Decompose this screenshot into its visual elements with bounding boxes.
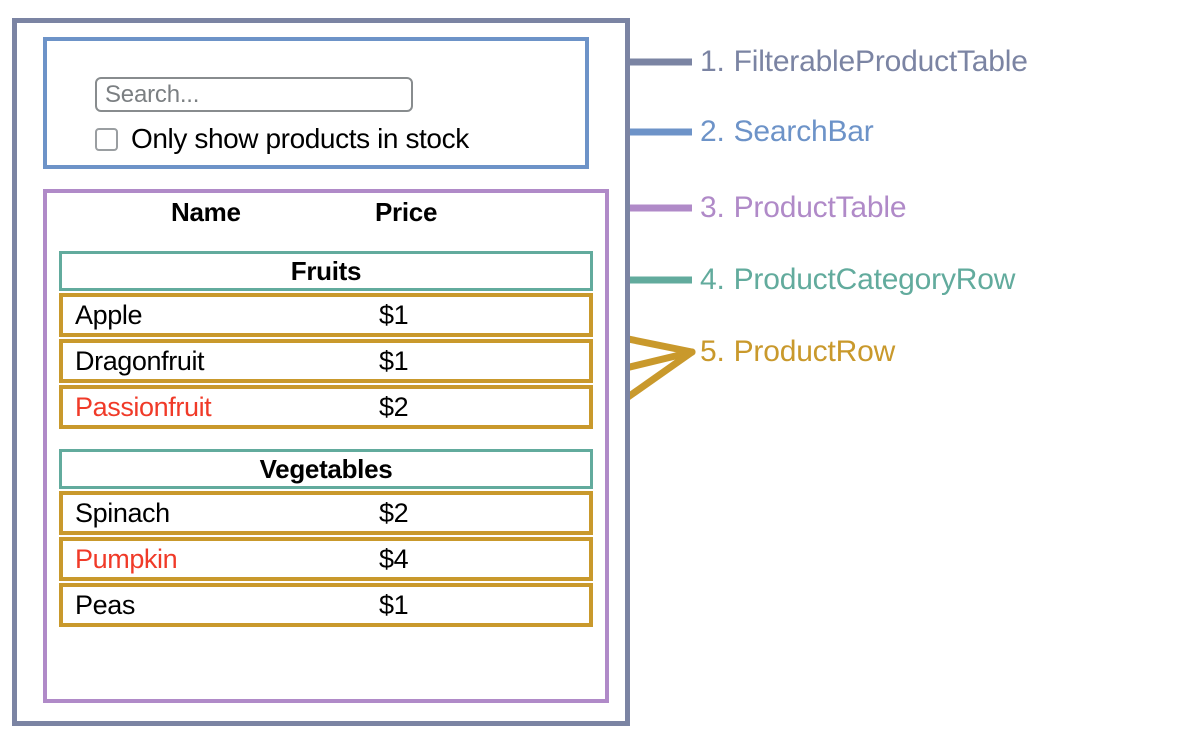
in-stock-checkbox-label: Only show products in stock — [131, 123, 469, 154]
product-name: Apple — [75, 299, 143, 330]
product-row: Peas $1 — [59, 583, 593, 627]
legend-number: 4. — [700, 263, 725, 296]
search-input[interactable]: Search... — [95, 77, 413, 112]
product-table-header-row: Name Price — [47, 197, 605, 241]
in-stock-filter-row[interactable]: Only show products in stock — [95, 125, 469, 153]
legend-item-search-bar: 2.SearchBar — [700, 117, 874, 147]
filterable-product-table-frame: Search... Only show products in stock Na… — [12, 18, 630, 726]
legend-item-product-category-row: 4.ProductCategoryRow — [700, 265, 1015, 295]
product-category-label: Vegetables — [259, 454, 393, 484]
product-price: $1 — [379, 299, 409, 330]
product-name: Passionfruit — [75, 391, 212, 422]
product-category-label: Fruits — [290, 256, 362, 286]
legend-label: FilterableProductTable — [733, 45, 1028, 78]
in-stock-checkbox[interactable] — [95, 127, 118, 151]
legend-number: 5. — [700, 335, 725, 368]
legend-label: SearchBar — [733, 115, 874, 148]
legend-number: 3. — [700, 191, 725, 224]
legend-item-product-row: 5.ProductRow — [700, 337, 895, 367]
legend-label: ProductRow — [733, 335, 896, 368]
product-row: Passionfruit $2 — [59, 385, 593, 429]
legend-item-product-table: 3.ProductTable — [700, 191, 907, 224]
product-price: $4 — [379, 543, 409, 574]
column-header-price: Price — [375, 197, 438, 227]
legend-item-filterable-product-table: 1.FilterableProductTable — [700, 47, 1028, 77]
product-row: Pumpkin $4 — [59, 537, 593, 581]
product-category-row: Vegetables — [59, 449, 593, 489]
legend-label: ProductCategoryRow — [733, 263, 1016, 296]
search-input-placeholder: Search... — [105, 80, 200, 108]
legend-label: ProductTable — [733, 191, 907, 224]
product-table: Name Price Fruits Apple $1 Dragonfruit $… — [43, 189, 609, 703]
product-price: $1 — [379, 589, 409, 620]
product-name: Spinach — [75, 497, 170, 528]
product-price: $1 — [379, 345, 409, 376]
product-name: Dragonfruit — [75, 345, 205, 376]
product-row: Dragonfruit $1 — [59, 339, 593, 383]
product-price: $2 — [379, 497, 409, 528]
column-header-name: Name — [171, 197, 241, 227]
product-row: Spinach $2 — [59, 491, 593, 535]
category-group-spacer — [59, 431, 593, 449]
product-name: Peas — [75, 589, 135, 620]
product-row: Apple $1 — [59, 293, 593, 337]
search-bar: Search... Only show products in stock — [43, 37, 589, 169]
product-category-row: Fruits — [59, 251, 593, 291]
product-table-body: Fruits Apple $1 Dragonfruit $1 Passionfr… — [59, 251, 593, 629]
product-price: $2 — [379, 391, 409, 422]
legend-number: 2. — [700, 115, 725, 148]
product-name: Pumpkin — [75, 543, 178, 574]
legend-number: 1. — [700, 45, 725, 78]
